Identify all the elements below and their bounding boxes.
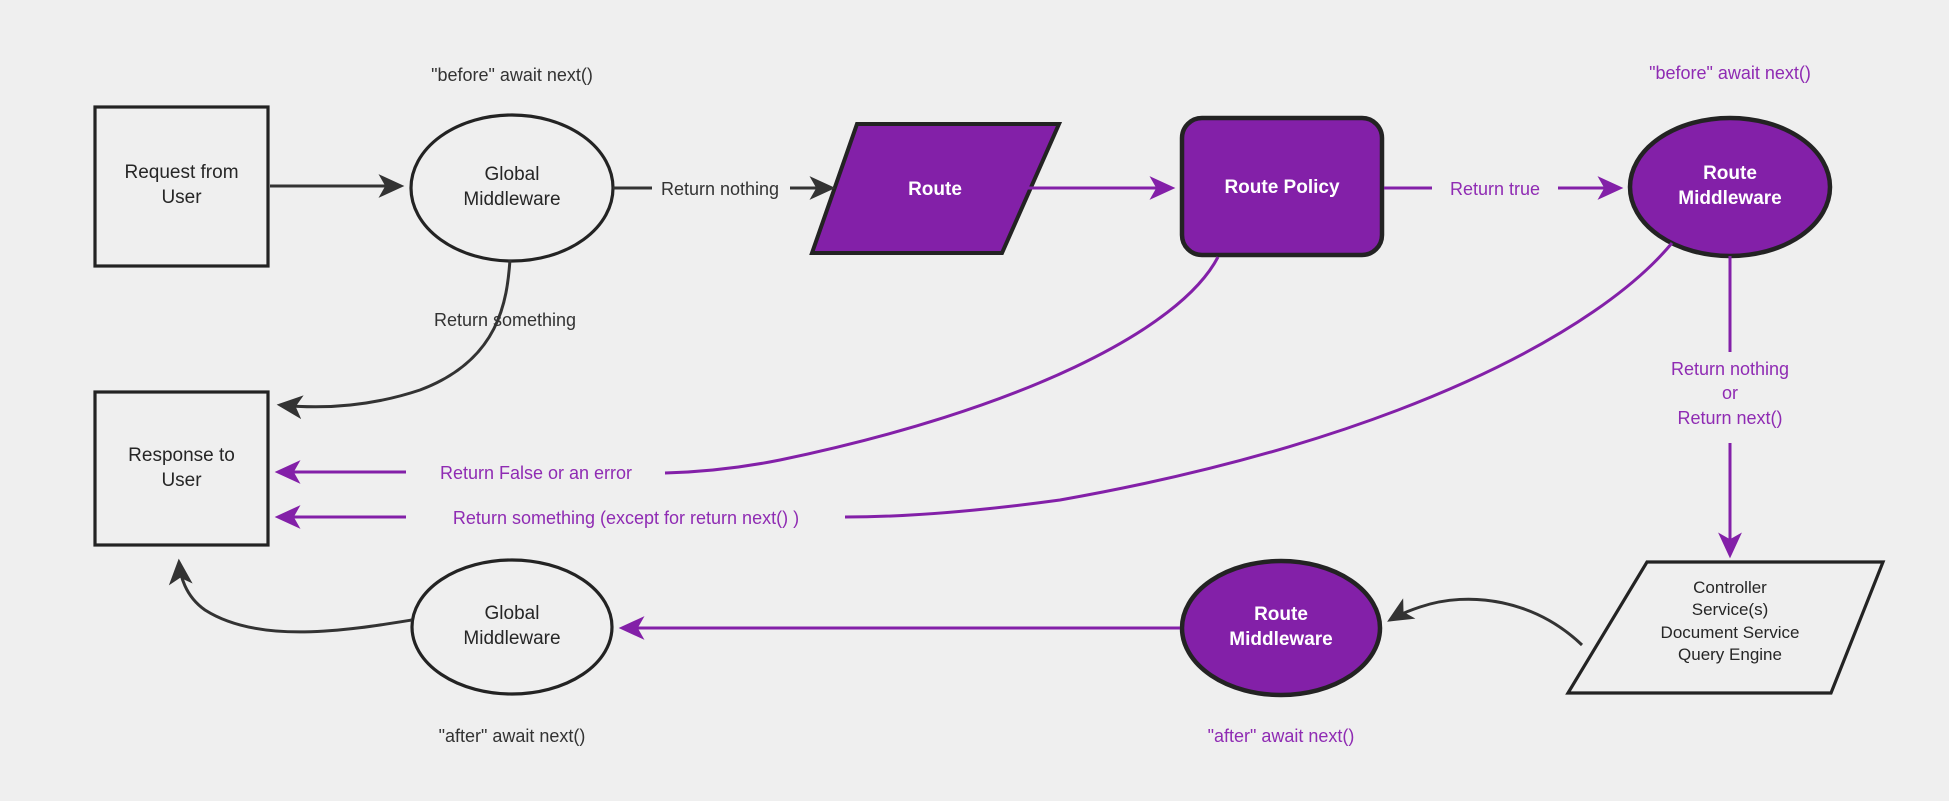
edge-route-middleware-to-response	[844, 242, 1674, 519]
node-global-middleware-bottom[interactable]	[410, 558, 614, 696]
edge-global-middleware-bottom-to-response	[168, 558, 413, 634]
edge-route-policy-to-response	[664, 256, 1220, 475]
node-route-policy[interactable]	[1179, 115, 1385, 258]
node-route[interactable]	[809, 122, 1063, 255]
node-response-to-user[interactable]	[93, 390, 270, 547]
edge-global-middleware-to-response	[276, 259, 512, 420]
edge-controller-to-route-middleware-bottom	[1387, 597, 1584, 647]
node-global-middleware-top[interactable]	[409, 113, 615, 263]
node-route-middleware-bottom[interactable]	[1179, 558, 1383, 698]
node-request-from-user[interactable]	[93, 105, 270, 268]
node-route-middleware-top[interactable]	[1627, 115, 1833, 259]
node-controller-stack[interactable]	[1565, 560, 1886, 695]
